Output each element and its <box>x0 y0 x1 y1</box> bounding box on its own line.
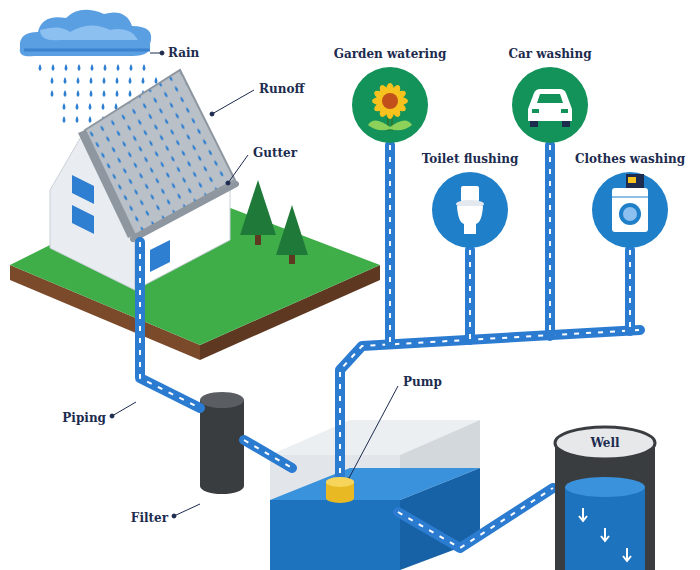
gutter <box>133 184 236 239</box>
circle-outline <box>350 65 430 145</box>
tank <box>270 420 480 570</box>
part-label: Runoff <box>257 82 306 96</box>
use-circle: Toilet flushing <box>418 152 523 248</box>
use-label: Clothes washing <box>571 152 689 166</box>
use-label: Garden watering <box>330 47 451 61</box>
pump <box>326 477 354 503</box>
leader-lines <box>110 51 398 518</box>
use-circle: Car washing <box>504 47 595 143</box>
circle-outline <box>590 170 670 250</box>
part-label: Rain <box>166 46 201 60</box>
part-label: Pump <box>401 375 444 389</box>
use-label: Toilet flushing <box>418 152 523 166</box>
well-label: Well <box>590 436 619 450</box>
filter <box>200 392 244 494</box>
use-label: Car washing <box>504 47 595 61</box>
trees <box>240 180 308 264</box>
part-label: Gutter <box>251 146 299 160</box>
part-label: Filter <box>129 511 170 525</box>
circle-outline <box>430 170 510 250</box>
cloud <box>20 10 151 57</box>
circle-outline <box>510 65 590 145</box>
part-label: Piping <box>60 411 108 425</box>
use-circle: Garden watering <box>330 47 451 143</box>
well-node: Well <box>553 425 657 570</box>
use-circle: Clothes washing <box>571 152 689 248</box>
